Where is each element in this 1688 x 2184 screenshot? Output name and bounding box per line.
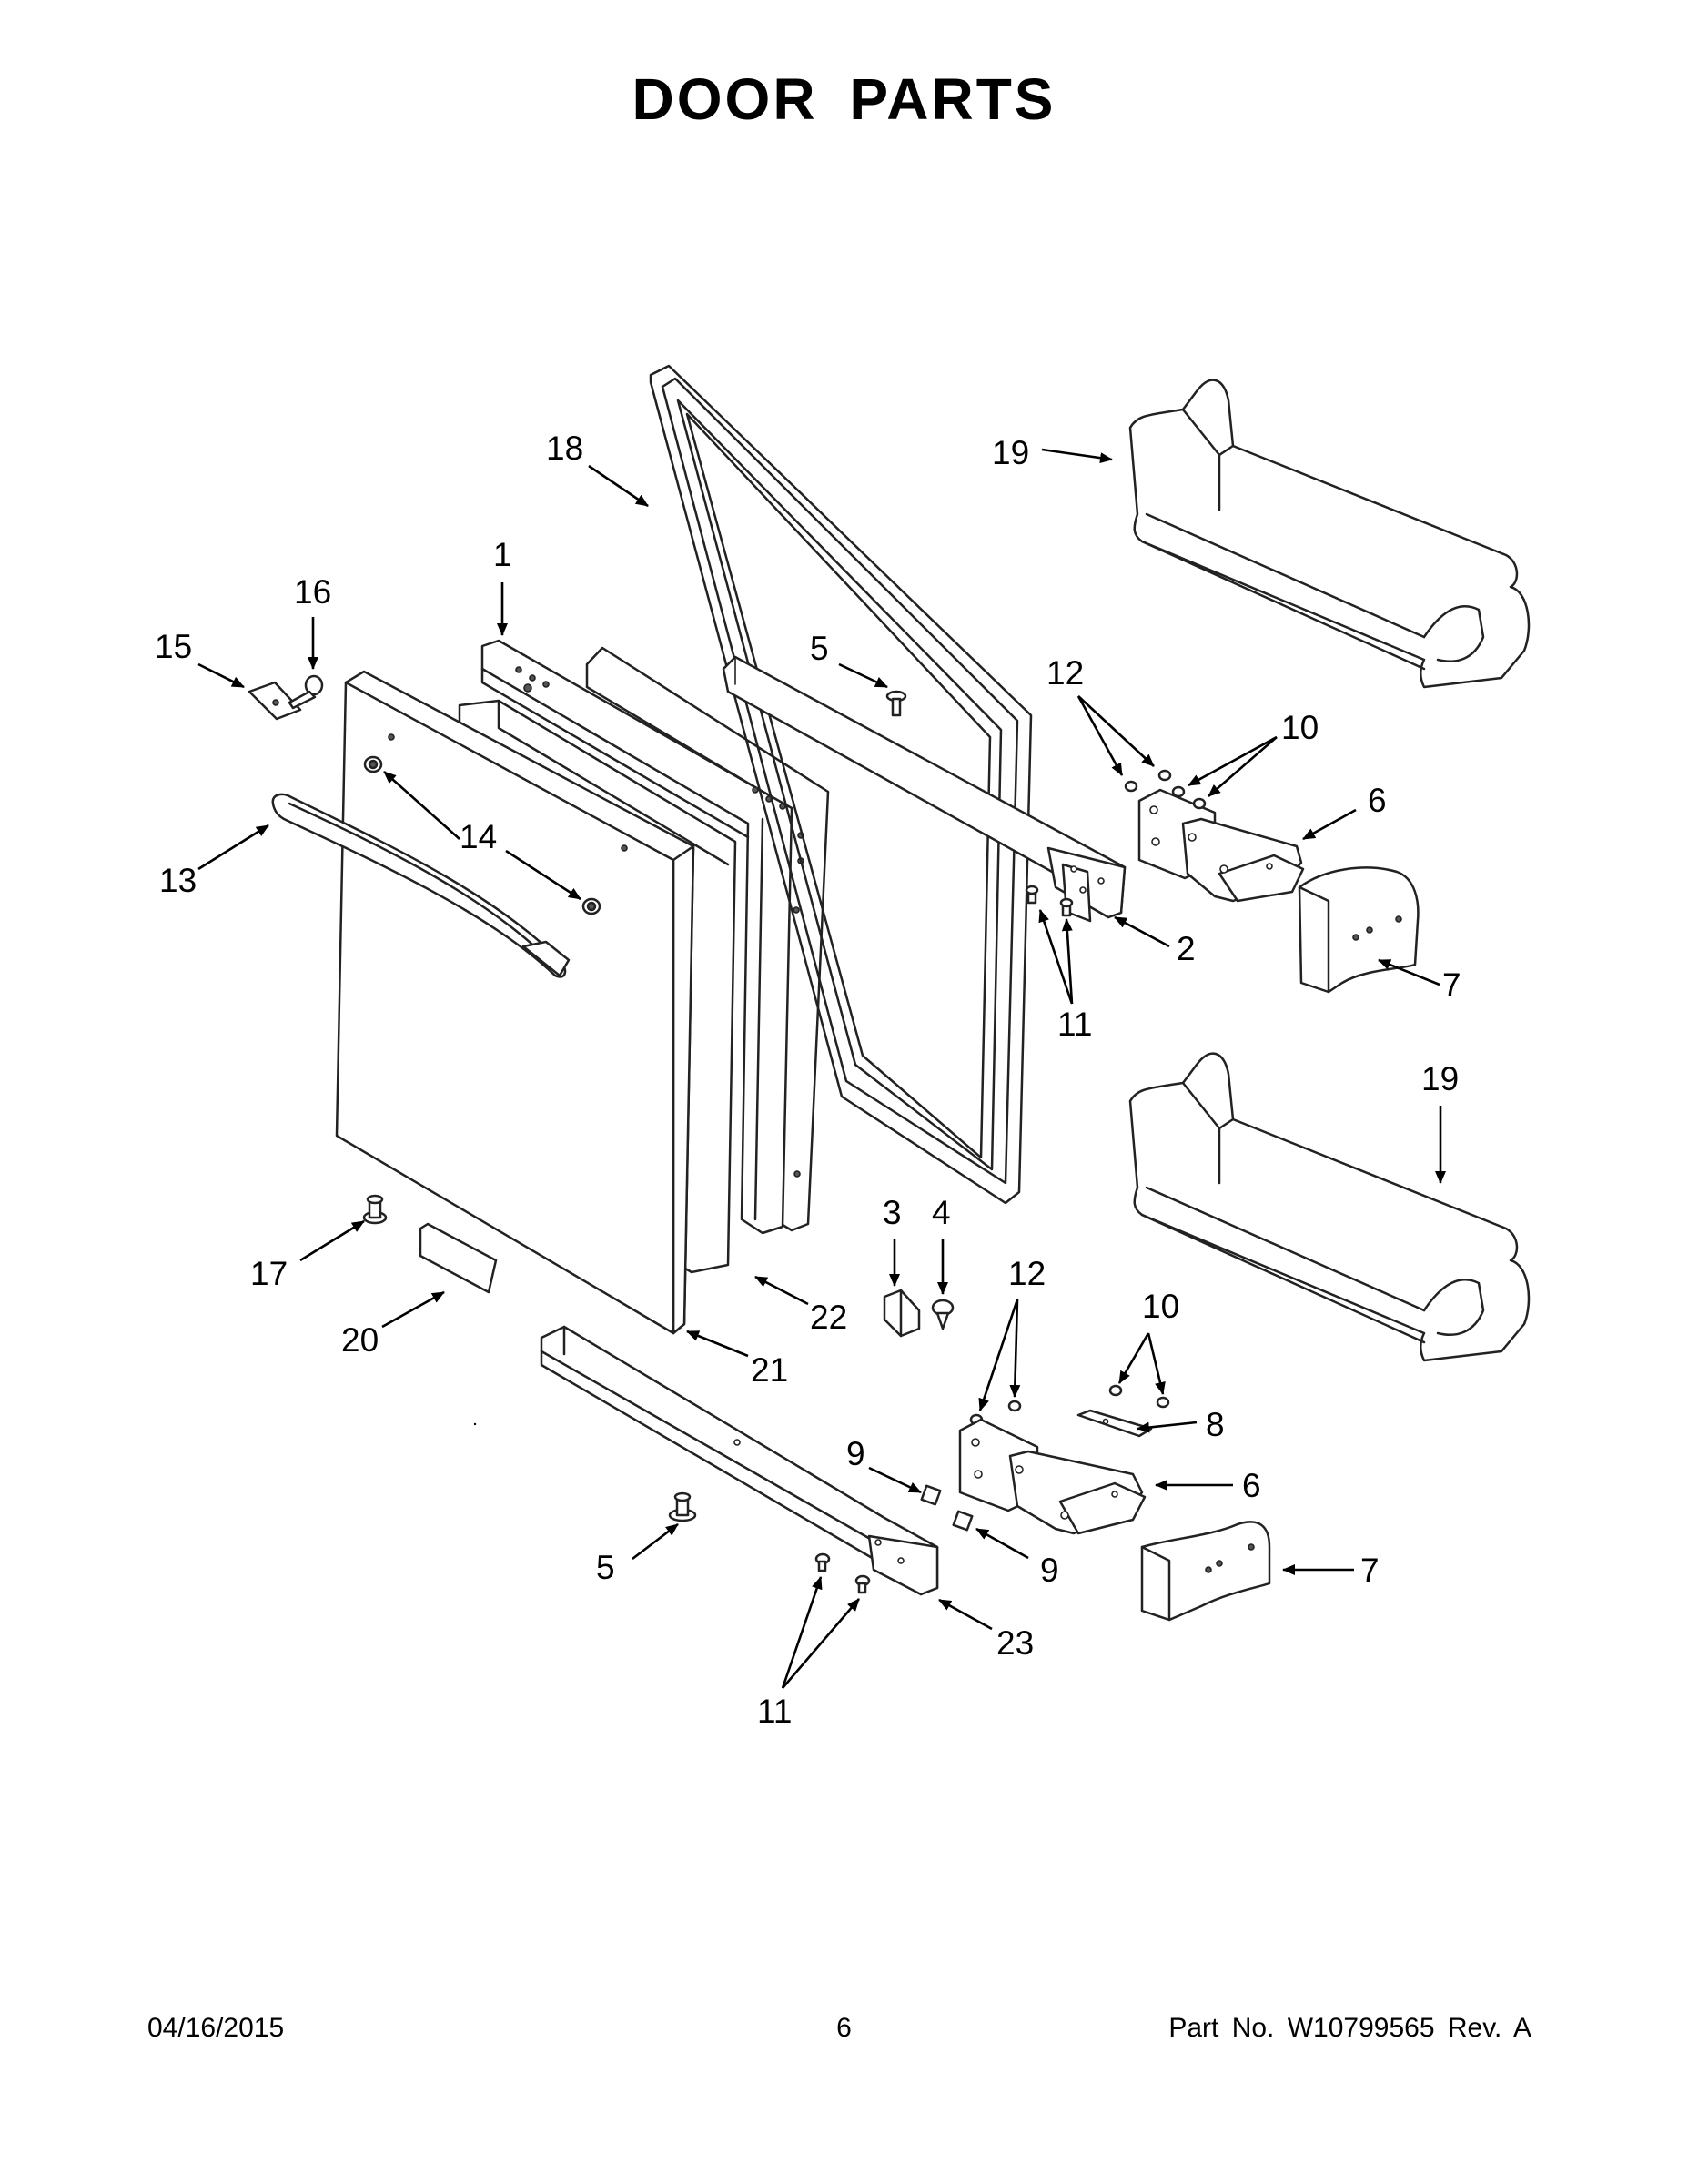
callout-9-upper: 9: [846, 1435, 865, 1472]
part-6-hinge-upper: [1137, 788, 1305, 903]
footer-page-number: 6: [836, 2013, 852, 2043]
callout-18: 18: [546, 430, 583, 467]
footer-date: 04/16/2015: [147, 2013, 285, 2043]
callout-11-upper: 11: [1057, 1006, 1092, 1043]
part-11-screws-lower: [814, 1552, 871, 1594]
part-6-hinge-lower: [958, 1418, 1147, 1535]
part-19-door-bin-upper: [1128, 379, 1531, 689]
part-20-label: [419, 1222, 498, 1294]
callout-12-lower: 12: [1008, 1255, 1046, 1292]
footer-part-number: Part No. W10799565 Rev. A: [1168, 2013, 1531, 2043]
part-5-screw-lower: [668, 1491, 697, 1522]
callout-labels: 18 19 1 16 15 5 12 10 6 14 13 2 7 11 19 …: [155, 430, 1461, 1730]
part-14-handle-studs: [363, 755, 601, 915]
leader-arrows: [197, 448, 1446, 1689]
part-3-bracket: [883, 1289, 921, 1338]
callout-4: 4: [932, 1194, 951, 1231]
part-10-screws-lower: [1108, 1384, 1170, 1409]
part-10-screws-upper: [1171, 785, 1207, 810]
callout-19-upper: 19: [992, 434, 1029, 471]
callout-9-lower: 9: [1040, 1552, 1059, 1589]
part-7-hinge-cover-lower: [1140, 1521, 1271, 1622]
part-17-door-foot: [362, 1194, 388, 1225]
callout-13: 13: [159, 862, 197, 899]
part-8-shim-plate: [1076, 1409, 1153, 1438]
part-4-screw: [931, 1299, 955, 1330]
part-7-hinge-cover-upper: [1298, 866, 1420, 994]
callout-3: 3: [883, 1194, 902, 1231]
callout-7-lower: 7: [1360, 1552, 1380, 1589]
part-18-door-gasket: [649, 364, 1033, 1205]
callout-6-lower: 6: [1242, 1467, 1261, 1504]
part-9-nuts: [920, 1484, 974, 1532]
part-21-outer-door-panel: [335, 670, 695, 1335]
callout-14: 14: [460, 818, 497, 855]
callout-8: 8: [1206, 1406, 1225, 1443]
callout-11-lower: 11: [757, 1693, 792, 1730]
callout-10-upper: 10: [1281, 709, 1319, 746]
part-5-screw-upper: [885, 690, 907, 717]
part-1-inner-door-frame: [480, 639, 830, 1235]
part-19-door-bin-lower: [1128, 1052, 1531, 1362]
page-title: DOOR PARTS: [632, 66, 1056, 132]
part-11-screws-upper: [1025, 885, 1074, 917]
callout-17: 17: [250, 1255, 288, 1292]
part-2-door-channel: [722, 655, 1127, 923]
part-16-screw: [288, 674, 324, 710]
part-15-cap: [248, 681, 302, 721]
callout-16: 16: [294, 573, 331, 611]
callout-10-lower: 10: [1142, 1288, 1179, 1325]
callout-23: 23: [996, 1624, 1034, 1662]
part-12-screws-upper: [1124, 769, 1172, 793]
callout-19-lower: 19: [1421, 1060, 1459, 1097]
callout-21: 21: [751, 1351, 788, 1389]
callout-22: 22: [810, 1299, 847, 1336]
callout-7-upper: 7: [1442, 966, 1461, 1004]
callout-2: 2: [1177, 930, 1196, 967]
callout-1: 1: [493, 536, 512, 573]
callout-5-lower: 5: [596, 1549, 615, 1586]
callout-5-upper: 5: [810, 630, 829, 667]
callout-12-upper: 12: [1046, 654, 1084, 692]
part-23-bottom-channel: [540, 1325, 939, 1596]
callout-6-upper: 6: [1368, 782, 1387, 819]
part-13-door-handle: [271, 793, 571, 978]
callout-20: 20: [341, 1321, 379, 1359]
callout-15: 15: [155, 628, 192, 665]
